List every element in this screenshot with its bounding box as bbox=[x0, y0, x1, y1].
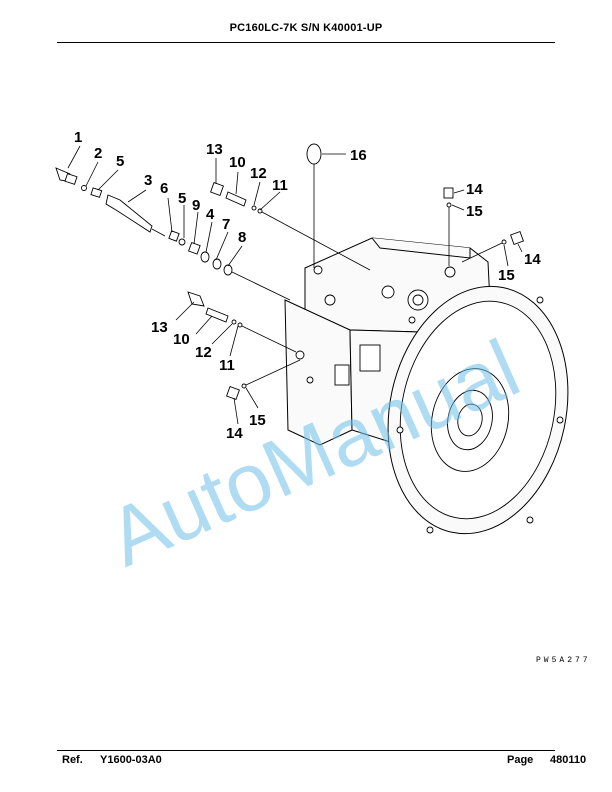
callout-14-right: 14 bbox=[524, 251, 541, 268]
callout-7: 7 bbox=[222, 216, 230, 233]
pump-assembly bbox=[284, 237, 569, 535]
regulator-parts-upper-left bbox=[55, 167, 291, 301]
callout-16: 16 bbox=[350, 147, 367, 164]
leader-lines bbox=[67, 145, 523, 425]
plug-parts-upper-right bbox=[443, 187, 524, 266]
valve-parts-lower-left bbox=[187, 291, 297, 353]
callout-3: 3 bbox=[144, 172, 152, 189]
callout-1: 1 bbox=[74, 129, 82, 146]
callout-8: 8 bbox=[238, 229, 246, 246]
eye-bolt-part-16 bbox=[306, 143, 322, 268]
callout-5-upper: 5 bbox=[116, 153, 124, 170]
callout-11-lower: 11 bbox=[219, 357, 235, 374]
callout-15-right: 15 bbox=[498, 267, 515, 284]
callout-12-lower: 12 bbox=[195, 344, 212, 361]
valve-parts-upper bbox=[210, 182, 371, 271]
plug-parts-lower bbox=[226, 359, 301, 400]
callout-2: 2 bbox=[94, 145, 102, 162]
callout-10-upper: 10 bbox=[229, 154, 246, 171]
callout-14-upper: 14 bbox=[466, 181, 483, 198]
ref-label: Ref. bbox=[62, 754, 83, 766]
callout-labels: 1 2 5 3 6 5 9 4 7 8 13 10 12 11 16 14 15… bbox=[74, 129, 541, 442]
page-title: PC160LC-7K S/N K40001-UP bbox=[229, 22, 383, 34]
callout-5-lower: 5 bbox=[178, 190, 186, 207]
page-label: Page bbox=[507, 754, 534, 766]
ref-value: Y1600-03A0 bbox=[100, 754, 162, 766]
page-number: 480110 bbox=[550, 754, 587, 766]
callout-11-upper: 11 bbox=[272, 177, 288, 194]
callout-14-lower: 14 bbox=[226, 425, 243, 442]
footer-rule bbox=[57, 750, 555, 751]
callout-13-lower: 13 bbox=[151, 319, 168, 336]
callout-4: 4 bbox=[206, 206, 215, 223]
callout-12-upper: 12 bbox=[250, 165, 267, 182]
header-rule bbox=[57, 42, 555, 43]
callout-6: 6 bbox=[160, 180, 168, 197]
callout-15-lower: 15 bbox=[249, 412, 266, 429]
callout-9: 9 bbox=[192, 197, 200, 214]
callout-15-upper: 15 bbox=[466, 203, 483, 220]
drawing-code: PW5A277 bbox=[536, 656, 591, 665]
callout-13-upper: 13 bbox=[206, 141, 223, 158]
callout-10-lower: 10 bbox=[173, 331, 190, 348]
